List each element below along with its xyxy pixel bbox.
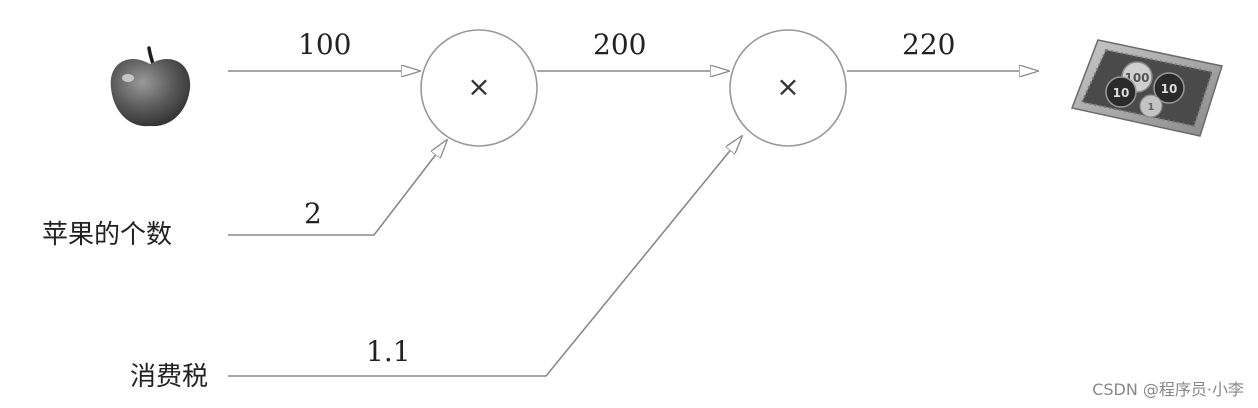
multiply-symbol-1: × [467, 70, 491, 103]
edge-label-apple-price: 100 [298, 28, 352, 61]
edge-label-mid: 200 [593, 28, 647, 61]
svg-text:10: 10 [1113, 86, 1130, 100]
watermark: CSDN @程序员·小李 [1092, 380, 1244, 399]
svg-text:1: 1 [1148, 102, 1155, 113]
input-label-count: 苹果的个数 [42, 220, 173, 250]
multiply-node-2 [729, 29, 847, 147]
coins-tray-icon: 100 10 10 1 [1070, 39, 1223, 137]
apple-icon [110, 46, 191, 127]
edge-label-count: 2 [304, 197, 322, 230]
multiply-node-1 [420, 29, 538, 147]
edge-label-tax: 1.1 [366, 335, 411, 368]
edge-label-out: 220 [902, 28, 956, 61]
edge-tax-to-mult2 [228, 136, 742, 377]
multiply-symbol-2: × [776, 70, 800, 103]
input-label-tax: 消费税 [130, 362, 209, 392]
svg-text:10: 10 [1161, 82, 1178, 96]
edge-count-to-mult1 [228, 140, 447, 236]
